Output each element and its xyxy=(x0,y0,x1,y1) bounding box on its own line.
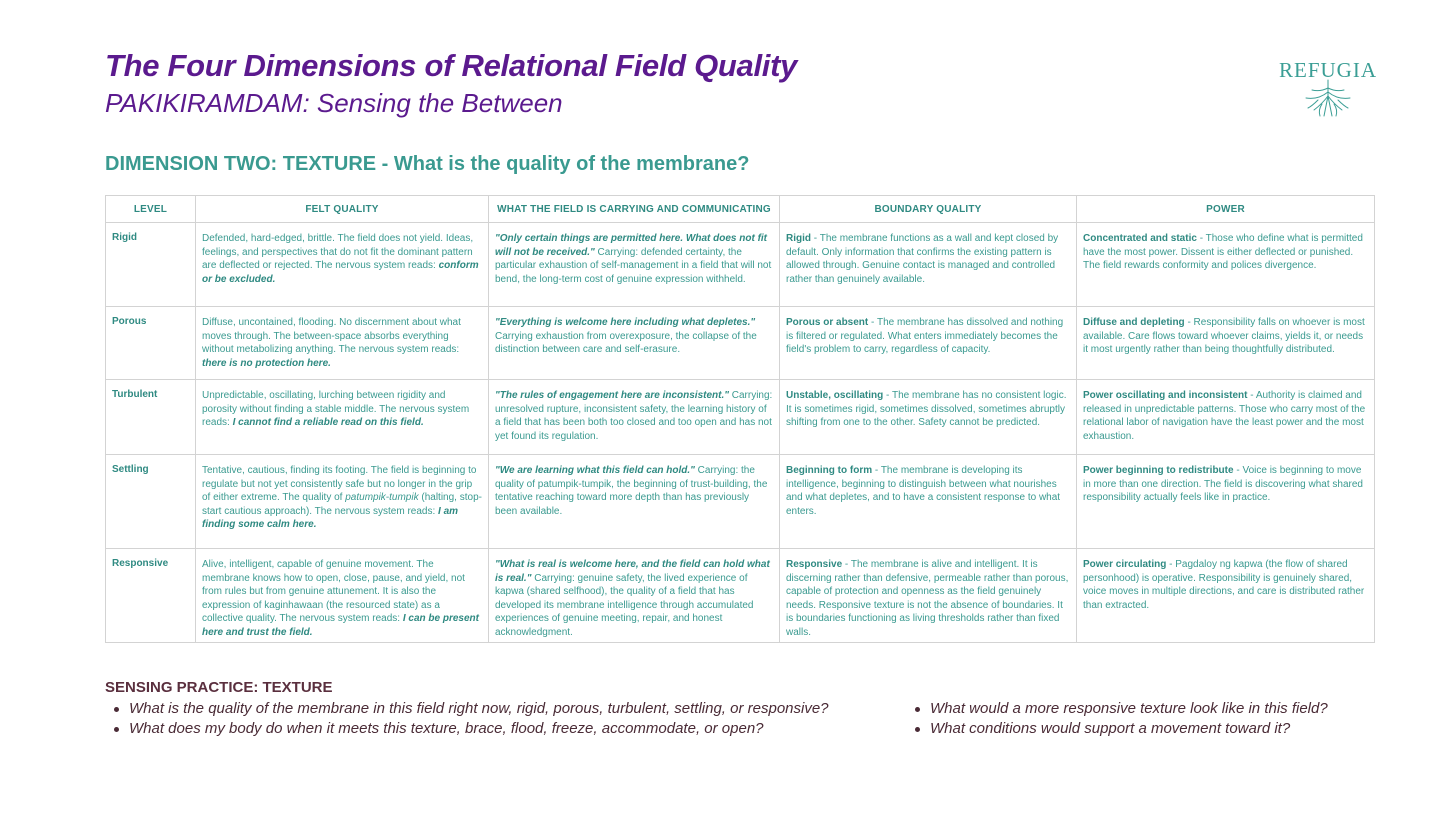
felt-quality-cell: Tentative, cautious, finding its footing… xyxy=(195,454,489,549)
level-cell: Rigid xyxy=(105,222,196,307)
level-cell: Responsive xyxy=(105,548,196,643)
carrying-cell: "What is real is welcome here, and the f… xyxy=(488,548,780,643)
practice-questions-right: What would a more responsive texture loo… xyxy=(906,699,1328,739)
column-header: WHAT THE FIELD IS CARRYING AND COMMUNICA… xyxy=(488,195,780,223)
list-item: What conditions would support a movement… xyxy=(906,719,1328,739)
table-row: Rigid Defended, hard-edged, brittle. The… xyxy=(105,222,1375,307)
column-header: FELT QUALITY xyxy=(195,195,489,223)
carrying-cell: "Everything is welcome here including wh… xyxy=(488,306,780,380)
list-item: What would a more responsive texture loo… xyxy=(906,699,1328,719)
boundary-cell: Responsive - The membrane is alive and i… xyxy=(779,548,1077,643)
refugia-logo-roots-icon xyxy=(1305,79,1351,117)
felt-quality-cell: Alive, intelligent, capable of genuine m… xyxy=(195,548,489,643)
boundary-cell: Beginning to form - The membrane is deve… xyxy=(779,454,1077,549)
carrying-cell: "Only certain things are permitted here.… xyxy=(488,222,780,307)
column-header: LEVEL xyxy=(105,195,196,223)
sensing-practice-heading: SENSING PRACTICE: TEXTURE xyxy=(105,679,333,696)
carrying-cell: "We are learning what this field can hol… xyxy=(488,454,780,549)
felt-quality-cell: Diffuse, uncontained, flooding. No disce… xyxy=(195,306,489,380)
dimension-heading: DIMENSION TWO: TEXTURE - What is the qua… xyxy=(105,153,750,175)
boundary-cell: Porous or absent - The membrane has diss… xyxy=(779,306,1077,380)
logo-wordmark: REFUGIA xyxy=(1278,58,1377,82)
table-row: Turbulent Unpredictable, oscillating, lu… xyxy=(105,379,1375,455)
boundary-cell: Unstable, oscillating - The membrane has… xyxy=(779,379,1077,455)
table-row: Responsive Alive, intelligent, capable o… xyxy=(105,548,1375,643)
table-row: Settling Tentative, cautious, finding it… xyxy=(105,454,1375,549)
practice-questions-left: What is the quality of the membrane in t… xyxy=(105,699,829,739)
level-cell: Settling xyxy=(105,454,196,549)
table-header-row: LEVEL FELT QUALITY WHAT THE FIELD IS CAR… xyxy=(105,195,1375,223)
page-title: The Four Dimensions of Relational Field … xyxy=(105,48,798,83)
level-cell: Porous xyxy=(105,306,196,380)
column-header: BOUNDARY QUALITY xyxy=(779,195,1077,223)
boundary-cell: Rigid - The membrane functions as a wall… xyxy=(779,222,1077,307)
list-item: What does my body do when it meets this … xyxy=(105,719,829,739)
power-cell: Power circulating - Pagdaloy ng kapwa (t… xyxy=(1076,548,1375,643)
page-subtitle: PAKIKIRAMDAM: Sensing the Between xyxy=(105,88,563,118)
texture-table: LEVEL FELT QUALITY WHAT THE FIELD IS CAR… xyxy=(105,195,1375,643)
power-cell: Power oscillating and inconsistent - Aut… xyxy=(1076,379,1375,455)
power-cell: Power beginning to redistribute - Voice … xyxy=(1076,454,1375,549)
table-row: Porous Diffuse, uncontained, flooding. N… xyxy=(105,306,1375,380)
felt-quality-cell: Defended, hard-edged, brittle. The field… xyxy=(195,222,489,307)
level-cell: Turbulent xyxy=(105,379,196,455)
carrying-cell: "The rules of engagement here are incons… xyxy=(488,379,780,455)
list-item: What is the quality of the membrane in t… xyxy=(105,699,829,719)
power-cell: Concentrated and static - Those who defi… xyxy=(1076,222,1375,307)
refugia-logo: REFUGIA xyxy=(1272,58,1384,118)
column-header: POWER xyxy=(1076,195,1375,223)
power-cell: Diffuse and depleting - Responsibility f… xyxy=(1076,306,1375,380)
felt-quality-cell: Unpredictable, oscillating, lurching bet… xyxy=(195,379,489,455)
